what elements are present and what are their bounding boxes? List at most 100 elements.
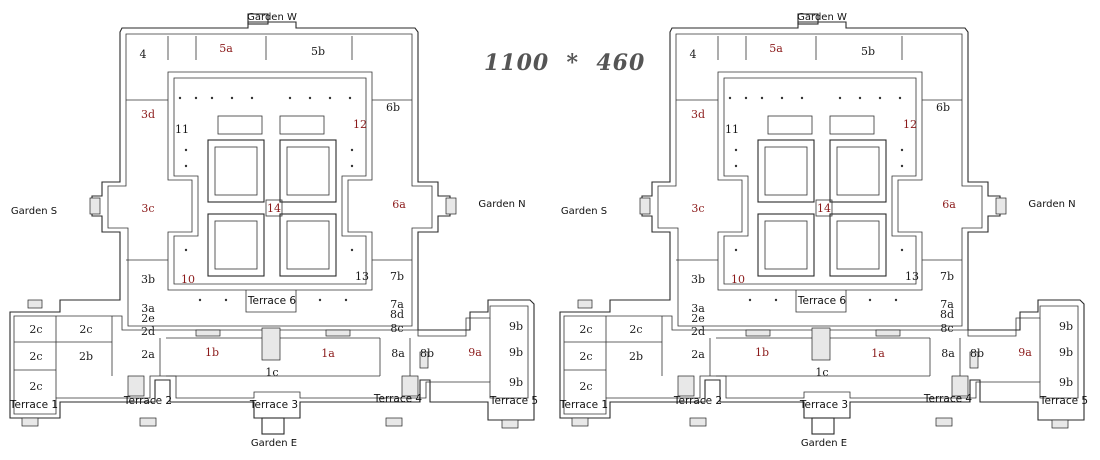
room-2c-2: 2c — [629, 323, 642, 336]
room-5a: 5a — [219, 42, 233, 55]
room-8c: 8c — [390, 322, 403, 335]
building-walls — [559, 13, 1085, 435]
room-9a: 9a — [1018, 346, 1032, 359]
room-8a: 8a — [941, 347, 955, 360]
room-1c: 1c — [815, 366, 828, 379]
room-5a: 5a — [769, 42, 783, 55]
room-10: 10 — [181, 273, 195, 286]
room-8b: 8b — [970, 347, 984, 360]
garden-s-label: Garden S — [11, 206, 57, 217]
room-1a: 1a — [321, 347, 335, 360]
floor-plan-left: Garden W Garden S Garden N Garden E Terr… — [9, 12, 538, 449]
room-6b: 6b — [386, 101, 400, 114]
room-6b: 6b — [936, 101, 950, 114]
room-2e: 2e — [691, 312, 705, 325]
terrace-4-label: Terrace 4 — [923, 393, 973, 405]
room-2a: 2a — [141, 348, 155, 361]
garden-s-label: Garden S — [561, 206, 607, 217]
terrace-2-label: Terrace 2 — [123, 395, 172, 407]
room-5b: 5b — [861, 45, 875, 58]
gardens: Garden W Garden S Garden N Garden E — [561, 12, 1076, 449]
room-2c-1: 2c — [579, 323, 592, 336]
room-3d: 3d — [141, 108, 155, 121]
terrace-3-label: Terrace 3 — [249, 399, 298, 411]
terraces: Terrace 1 Terrace 2 Terrace 3 Terrace 4 … — [559, 295, 1088, 411]
room-9b-1: 9b — [1059, 320, 1073, 333]
room-9b-2: 9b — [509, 346, 523, 359]
room-2c-3: 2c — [579, 350, 592, 363]
room-13: 13 — [355, 270, 369, 283]
room-8d: 8d — [940, 308, 954, 321]
room-6a: 6a — [392, 198, 406, 211]
room-3a: 3a — [141, 302, 155, 315]
terrace-4-label: Terrace 4 — [373, 393, 423, 405]
room-2d: 2d — [141, 325, 155, 338]
garden-w-label: Garden W — [797, 12, 847, 23]
floor-plan-svg: Garden W Garden S Garden N Garden E Terr… — [9, 12, 538, 449]
room-2e: 2e — [141, 312, 155, 325]
staircases — [21, 197, 519, 429]
room-4: 4 — [690, 48, 697, 61]
floor-plan-right: Garden W Garden S Garden N Garden E Terr… — [550, 0, 1100, 460]
room-11: 11 — [725, 123, 739, 136]
garden-w-label: Garden W — [247, 12, 297, 23]
room-3c: 3c — [691, 202, 704, 215]
room-3b: 3b — [691, 273, 705, 286]
room-14: 14 — [267, 202, 281, 215]
room-1c: 1c — [265, 366, 278, 379]
terrace-5-label: Terrace 5 — [1039, 395, 1088, 407]
room-8a: 8a — [391, 347, 405, 360]
room-2c-4: 2c — [579, 380, 592, 393]
gardens: Garden W Garden S Garden N Garden E — [11, 12, 526, 449]
room-3a: 3a — [691, 302, 705, 315]
building-walls — [9, 13, 535, 435]
room-2c-3: 2c — [29, 350, 42, 363]
room-3c: 3c — [141, 202, 154, 215]
room-7b: 7b — [390, 270, 404, 283]
columns — [178, 96, 354, 302]
garden-n-label: Garden N — [478, 199, 525, 210]
garden-e-label: Garden E — [251, 438, 297, 449]
room-1b: 1b — [205, 346, 219, 359]
garden-n-label: Garden N — [1028, 199, 1075, 210]
room-2a: 2a — [691, 348, 705, 361]
terrace-6-label: Terrace 6 — [247, 295, 297, 307]
room-9b-3: 9b — [509, 376, 523, 389]
floor-plan-svg: Garden W Garden S Garden N Garden E Terr… — [559, 12, 1088, 449]
room-11: 11 — [175, 123, 189, 136]
garden-e-label: Garden E — [801, 438, 847, 449]
room-2d: 2d — [691, 325, 705, 338]
room-7b: 7b — [940, 270, 954, 283]
room-2c-1: 2c — [29, 323, 42, 336]
room-2b: 2b — [79, 350, 93, 363]
room-12: 12 — [903, 118, 917, 131]
room-3d: 3d — [691, 108, 705, 121]
room-4: 4 — [140, 48, 147, 61]
room-10: 10 — [731, 273, 745, 286]
room-3b: 3b — [141, 273, 155, 286]
room-9b-1: 9b — [509, 320, 523, 333]
room-9b-2: 9b — [1059, 346, 1073, 359]
terrace-6-label: Terrace 6 — [797, 295, 847, 307]
room-6a: 6a — [942, 198, 956, 211]
room-7a: 7a — [940, 298, 954, 311]
room-labels: 4 5a 5b 6b 3d 11 12 3c 14 6a 3b 10 13 7b… — [579, 42, 1073, 393]
room-8b: 8b — [420, 347, 434, 360]
room-7a: 7a — [390, 298, 404, 311]
room-8c: 8c — [940, 322, 953, 335]
room-12: 12 — [353, 118, 367, 131]
dimension-watermark: 1100 * 460 — [484, 50, 646, 76]
room-14: 14 — [817, 202, 831, 215]
columns — [728, 96, 904, 302]
room-8d: 8d — [390, 308, 404, 321]
terrace-3-label: Terrace 3 — [799, 399, 848, 411]
room-2c-2: 2c — [79, 323, 92, 336]
terraces: Terrace 1 Terrace 2 Terrace 3 Terrace 4 … — [9, 295, 538, 411]
room-13: 13 — [905, 270, 919, 283]
room-5b: 5b — [311, 45, 325, 58]
terrace-5-label: Terrace 5 — [489, 395, 538, 407]
terrace-2-label: Terrace 2 — [673, 395, 722, 407]
room-1b: 1b — [755, 346, 769, 359]
room-1a: 1a — [871, 347, 885, 360]
room-labels: 4 5a 5b 6b 3d 11 12 3c 14 6a 3b 10 13 7b… — [29, 42, 523, 393]
